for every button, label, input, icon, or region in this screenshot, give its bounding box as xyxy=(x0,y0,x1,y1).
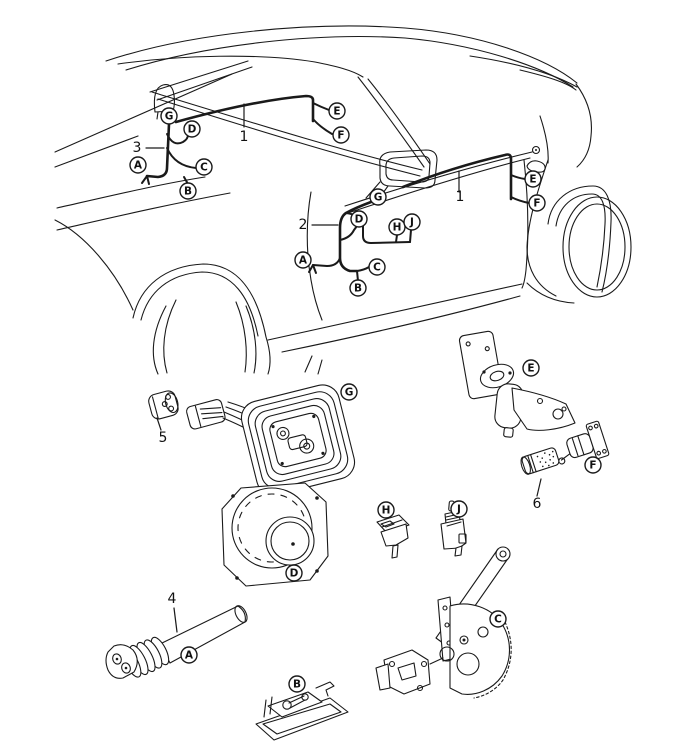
part-callout-motor-e: E xyxy=(522,359,540,377)
svg-text:J: J xyxy=(409,217,414,229)
callout-g-front: G xyxy=(160,107,178,125)
svg-text:E: E xyxy=(529,174,536,186)
callout-h-door: H xyxy=(388,218,406,236)
door-lock-cylinder xyxy=(531,145,541,155)
part-number-6: 6 xyxy=(533,496,542,512)
callout-a-front: A xyxy=(129,156,147,174)
leader-4 xyxy=(173,607,178,633)
callout-f-front: F xyxy=(332,126,350,144)
svg-text:C: C xyxy=(200,162,208,174)
callout-e-door: E xyxy=(524,170,542,188)
callout-g-door: G xyxy=(369,188,387,206)
door-handle xyxy=(526,160,546,173)
callout-c-front: C xyxy=(195,158,213,176)
callout-b-front: B xyxy=(179,182,197,200)
svg-text:D: D xyxy=(355,214,364,226)
svg-text:B: B xyxy=(184,186,192,198)
svg-text:G: G xyxy=(165,111,174,123)
leader-5 xyxy=(156,417,162,431)
svg-text:G: G xyxy=(345,387,354,399)
svg-text:F: F xyxy=(337,130,344,142)
part-number-4: 4 xyxy=(168,591,177,607)
callout-e-front: E xyxy=(328,102,346,120)
part-callout-grommet-a: A xyxy=(180,646,198,664)
harness-number-1-front: 1 xyxy=(240,129,249,145)
svg-text:H: H xyxy=(393,222,402,234)
svg-text:B: B xyxy=(293,679,301,691)
plunger-switch-drawing xyxy=(440,500,467,557)
part-callout-lamp-b: B xyxy=(288,675,306,693)
rocker-switch-drawing xyxy=(376,514,410,559)
lock-actuator-drawing xyxy=(558,420,610,465)
svg-text:E: E xyxy=(333,106,340,118)
svg-text:A: A xyxy=(185,650,194,662)
roof-harness-1-door xyxy=(401,153,530,204)
part-callout-switch-h: H xyxy=(377,501,395,519)
svg-text:G: G xyxy=(374,192,383,204)
car-outline xyxy=(54,25,632,375)
svg-text:C: C xyxy=(373,262,381,274)
speaker-drawing xyxy=(221,482,329,587)
mirror-assembly-drawing xyxy=(240,384,356,496)
part-callout-mirror-g: G xyxy=(340,383,358,401)
part-number-5: 5 xyxy=(159,430,168,446)
svg-text:D: D xyxy=(188,124,197,136)
roof-harness-1-front xyxy=(174,94,333,135)
leader-6 xyxy=(536,478,542,497)
part-callout-actuator-f: F xyxy=(584,456,602,474)
window-regulator-drawing xyxy=(375,546,512,699)
svg-text:A: A xyxy=(134,160,143,172)
callout-j-door: J xyxy=(403,213,421,231)
part-callout-regulator-c: C xyxy=(489,610,507,628)
svg-text:C: C xyxy=(494,614,502,626)
svg-text:B: B xyxy=(354,283,362,295)
callout-f-door: F xyxy=(528,194,546,212)
svg-text:E: E xyxy=(527,363,534,375)
part-callout-switch-j: J xyxy=(450,500,468,518)
bulb-insert-drawing xyxy=(520,447,560,475)
callout-d-front: D xyxy=(183,120,201,138)
svg-text:H: H xyxy=(382,505,391,517)
callout-c-door: C xyxy=(368,258,386,276)
window-motor-drawing xyxy=(458,330,576,438)
grommet-tube-drawing xyxy=(105,605,248,679)
harness-number-2: 2 xyxy=(299,217,308,233)
part-callout-speaker-d: D xyxy=(285,564,303,582)
svg-text:D: D xyxy=(290,568,299,580)
harness-number-3: 3 xyxy=(133,140,142,156)
courtesy-lamp-drawing xyxy=(255,681,349,741)
svg-text:A: A xyxy=(299,255,308,267)
callout-a-door: A xyxy=(294,251,312,269)
callout-b-door: B xyxy=(349,279,367,297)
svg-text:J: J xyxy=(456,504,461,516)
callout-d-door: D xyxy=(350,210,368,228)
svg-text:F: F xyxy=(533,198,540,210)
svg-text:F: F xyxy=(589,460,596,472)
harness-number-1-door: 1 xyxy=(456,189,465,205)
front-harness-3 xyxy=(141,122,197,185)
